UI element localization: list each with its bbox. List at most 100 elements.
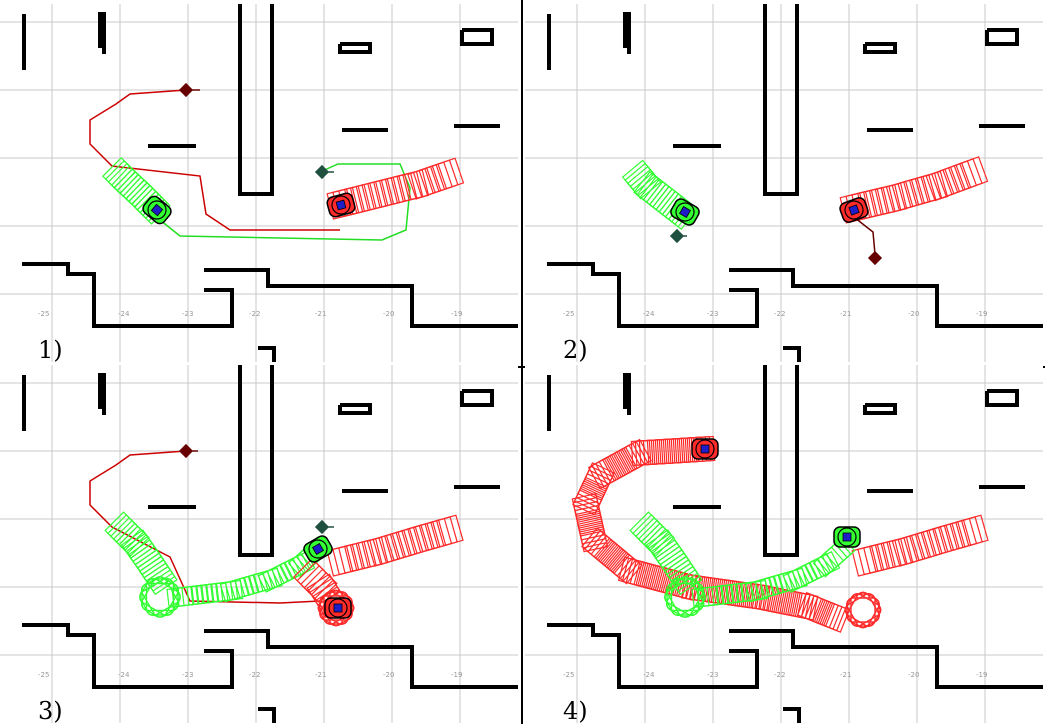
- robot-green: [141, 194, 174, 226]
- wall: [865, 44, 895, 52]
- axis-tick-label: -22: [249, 671, 260, 679]
- panel-1: -25 -24 -23 -22 -21 -20 -19 1): [0, 4, 518, 362]
- footprint: [820, 602, 846, 631]
- panel-label: 3): [38, 697, 63, 723]
- panel-label: 4): [563, 697, 588, 723]
- vertical-divider: [521, 0, 523, 724]
- wall: [340, 44, 370, 52]
- wall: [783, 348, 799, 362]
- grid: [0, 365, 518, 723]
- goal-red: [868, 251, 882, 265]
- wall: [462, 30, 492, 44]
- axis-tick-label: -24: [643, 671, 655, 679]
- footprint: [851, 594, 875, 626]
- goal-red: [179, 83, 200, 97]
- axis-tick-label: -20: [383, 310, 394, 318]
- axis-tick-label: -24: [118, 671, 130, 679]
- scenario: [623, 157, 988, 265]
- footprint: [437, 515, 463, 545]
- axis-tick-label: -19: [976, 671, 987, 679]
- footprint: [577, 513, 604, 536]
- map-view-2: -25 -24 -23 -22 -21 -20 -19 2): [525, 4, 1043, 362]
- green-footprint-trail-start: [105, 512, 177, 594]
- wall: [340, 405, 370, 413]
- panel-label: 1): [38, 336, 63, 362]
- footprint: [962, 515, 988, 545]
- axis-tick-label: -23: [707, 671, 718, 679]
- axis-tick-label: -19: [451, 671, 462, 679]
- axis-tick-label: -21: [315, 310, 326, 318]
- wall: [462, 391, 492, 405]
- robot-center-icon: [701, 445, 709, 453]
- robot-red: [692, 439, 718, 459]
- goal-marker-icon: [868, 251, 882, 265]
- axis-tick-label: -20: [908, 671, 919, 679]
- axis-tick-label: -23: [707, 310, 718, 318]
- axis-tick-label: -19: [976, 310, 987, 318]
- walls: [22, 4, 518, 362]
- axis-tick-label: -21: [840, 671, 851, 679]
- panel-4: -25 -24 -23 -22 -21 -20 -19 4): [525, 365, 1043, 723]
- panel-2: -25 -24 -23 -22 -21 -20 -19 2): [525, 4, 1043, 362]
- axis-tick-label: -24: [643, 310, 655, 318]
- axis-tick-label: -22: [774, 310, 785, 318]
- tick-labels: -25 -24 -23 -22 -21 -20 -19: [38, 310, 462, 318]
- robot-center-icon: [334, 604, 342, 612]
- red-footprint-trail: [852, 515, 988, 576]
- footprint: [847, 598, 879, 622]
- wall: [865, 405, 895, 413]
- scenario: [90, 83, 463, 240]
- axis-tick-label: -23: [182, 310, 193, 318]
- grid: [525, 4, 1043, 362]
- map-view-3: -25 -24 -23 -22 -21 -20 -19 3): [0, 365, 518, 723]
- axis-tick-label: -22: [249, 310, 260, 318]
- goal-marker-icon: [179, 83, 193, 97]
- robot-red: [325, 598, 351, 618]
- footprint: [847, 598, 879, 622]
- axis-tick-label: -25: [38, 671, 49, 679]
- wall: [258, 348, 274, 362]
- wall: [987, 391, 1017, 405]
- footprint: [574, 502, 601, 525]
- robot-red: [838, 196, 869, 224]
- axis-tick-label: -22: [774, 671, 785, 679]
- panel-3: -25 -24 -23 -22 -21 -20 -19 3): [0, 365, 518, 723]
- panel-label: 2): [563, 336, 588, 362]
- scenario: [572, 436, 988, 632]
- goal-marker-icon: [315, 520, 329, 534]
- goal-marker-icon: [670, 229, 684, 243]
- planned-path-red: [90, 451, 320, 603]
- axis-tick-label: -21: [315, 671, 326, 679]
- red-footprint-trail: [327, 515, 463, 576]
- goal-marker-icon: [179, 444, 193, 458]
- red-footprint-trail-loop: [572, 436, 849, 632]
- map-view-4: -25 -24 -23 -22 -21 -20 -19 4): [525, 365, 1043, 723]
- tick-labels: -25 -24 -23 -22 -21 -20 -19: [563, 671, 987, 679]
- map-view-1: -25 -24 -23 -22 -21 -20 -19 1): [0, 4, 518, 362]
- wall: [987, 30, 1017, 44]
- axis-tick-label: -25: [563, 671, 574, 679]
- axis-tick-label: -25: [38, 310, 49, 318]
- footprint: [851, 594, 875, 626]
- wall: [258, 709, 274, 723]
- axis-tick-label: -24: [118, 310, 130, 318]
- robot-green: [834, 527, 860, 547]
- axis-tick-label: -19: [451, 310, 462, 318]
- axis-tick-label: -23: [182, 671, 193, 679]
- goal-green: [670, 229, 687, 243]
- axis-tick-label: -20: [383, 671, 394, 679]
- footprint: [816, 600, 842, 629]
- tick-labels: -25 -24 -23 -22 -21 -20 -19: [563, 310, 987, 318]
- wall: [783, 709, 799, 723]
- grid: [0, 4, 518, 362]
- tick-labels: -25 -24 -23 -22 -21 -20 -19: [38, 671, 462, 679]
- axis-tick-label: -25: [563, 310, 574, 318]
- robot-center-icon: [843, 533, 851, 541]
- footprint: [575, 505, 602, 528]
- scenario: [90, 444, 463, 628]
- planned-path-red: [90, 90, 340, 230]
- goal-marker-icon: [315, 165, 329, 179]
- axis-tick-label: -20: [908, 310, 919, 318]
- robot-center-icon: [336, 200, 346, 210]
- axis-tick-label: -21: [840, 310, 851, 318]
